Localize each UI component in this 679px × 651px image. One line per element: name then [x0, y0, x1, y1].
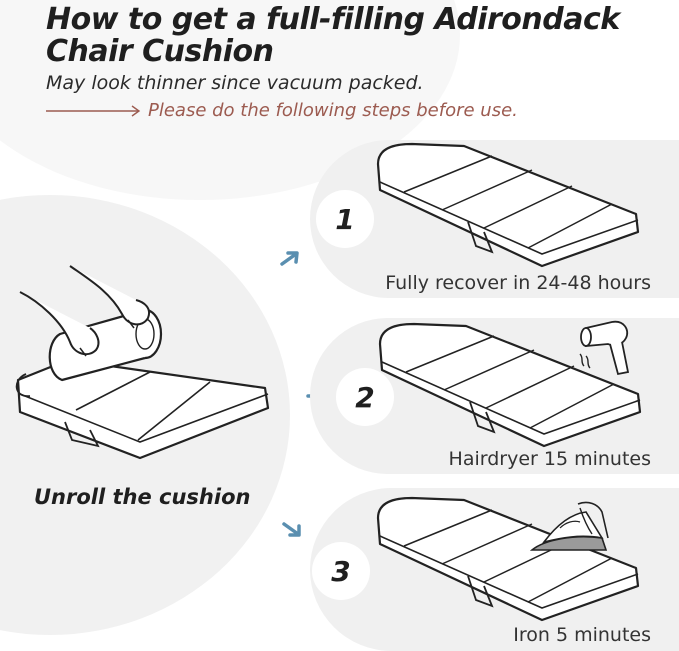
iron-icon [530, 501, 609, 551]
note-row: Please do the following steps before use… [46, 100, 518, 121]
title-line-2: Chair Cushion [46, 34, 274, 69]
arrow-to-step-3-icon [282, 522, 301, 537]
title-line-1: How to get a full-filling Adirondack [46, 2, 620, 37]
unroll-cushion-illustration [15, 265, 270, 460]
step-3-badge: 3 [312, 542, 370, 600]
step-2-caption: Hairdryer 15 minutes [448, 448, 651, 470]
hairdryer-icon [579, 320, 630, 376]
cushion-illustration-step-3 [376, 496, 640, 622]
step-2-badge: 2 [336, 368, 394, 426]
long-arrow-right-icon [46, 104, 141, 117]
unroll-caption: Unroll the cushion [34, 485, 251, 509]
cushion-illustration-step-2 [378, 322, 642, 448]
cushion-illustration-step-1 [376, 142, 640, 268]
arrow-to-step-1-icon [280, 251, 299, 266]
step-3-caption: Iron 5 minutes [513, 624, 651, 646]
step-1-badge: 1 [316, 190, 374, 248]
step-1-caption: Fully recover in 24-48 hours [385, 272, 651, 294]
note-text: Please do the following steps before use… [148, 100, 518, 121]
subtitle: May look thinner since vacuum packed. [46, 72, 424, 94]
